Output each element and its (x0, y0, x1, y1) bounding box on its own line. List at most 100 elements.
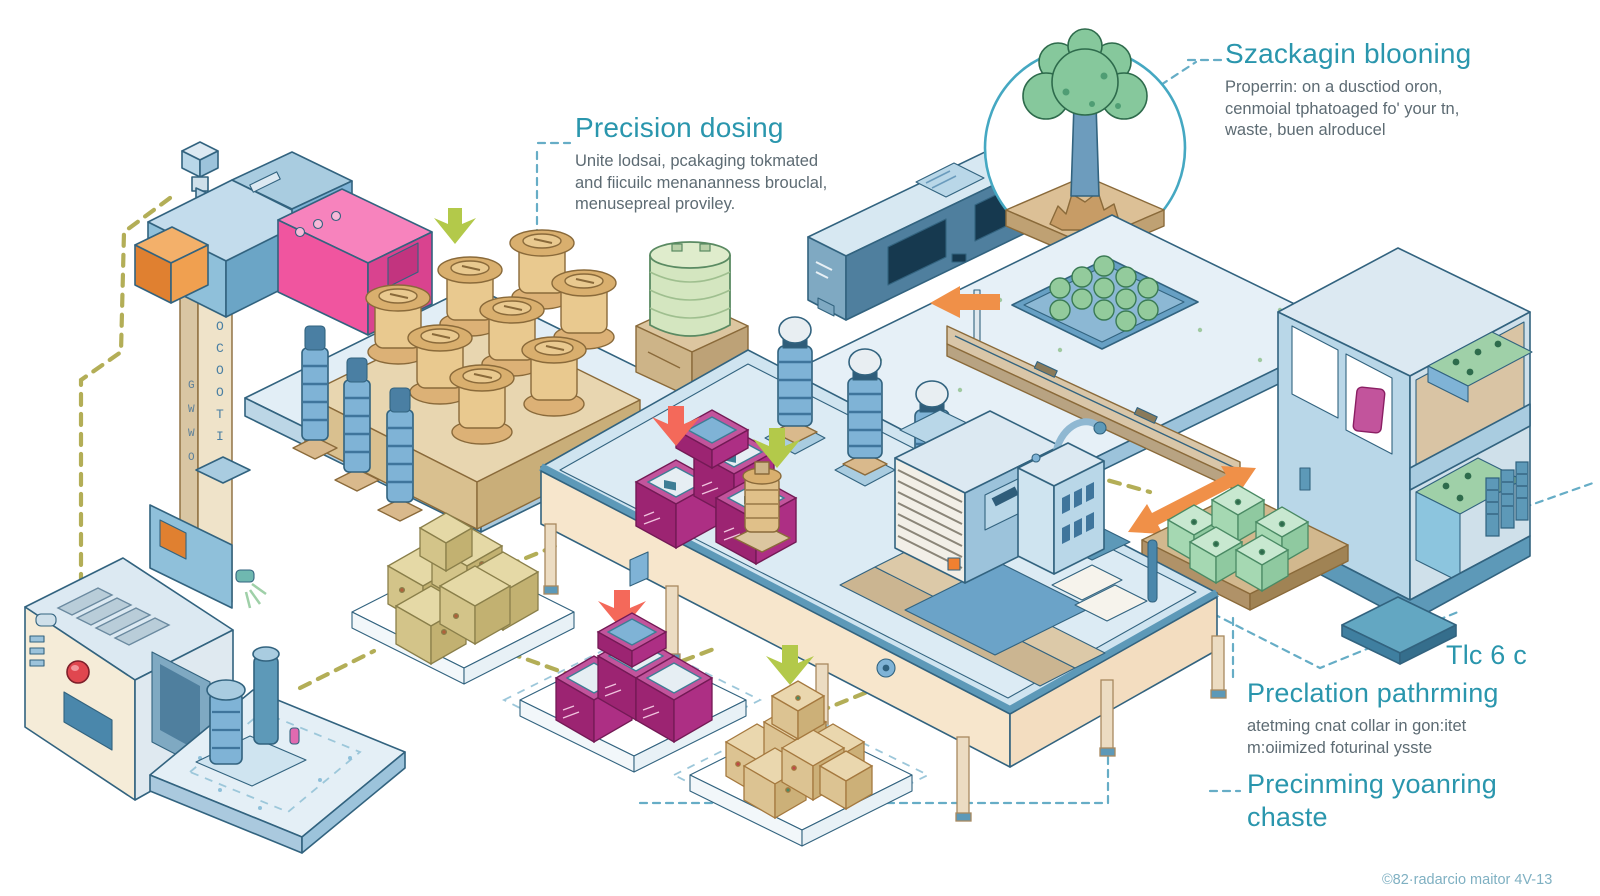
camera-bump (35, 613, 57, 627)
robot-arm-station: O C O O T I G W W O (134, 141, 433, 609)
jar (521, 336, 587, 417)
annotation-line: cenmoial tphatoaged fo' your tn, (1225, 99, 1460, 118)
magenta-boxes (554, 612, 714, 744)
microscope (195, 646, 307, 787)
khaki-pallet (351, 512, 575, 685)
teal-slab (1341, 596, 1457, 665)
magenta-item (1352, 386, 1386, 434)
stacker-machine (894, 409, 1061, 584)
annotation-line: Properrin: on a dusctiod oron, (1225, 78, 1443, 96)
olive-link-machine-pallet (297, 648, 377, 691)
annotation-precision-dosing: Precision dosing Unite lodsai, pcakaging… (575, 112, 827, 216)
syringe-towers (292, 325, 423, 522)
down-arrow-green-icon (766, 645, 814, 685)
annotation-line: waste, buen alroducel (1225, 121, 1386, 139)
console-front (1017, 467, 1055, 575)
annotation-title: Tlc 6 c (1446, 640, 1527, 670)
annotation-preclation: Preclation pathrming atetming cnat colla… (1247, 678, 1499, 759)
annotation-precinming: Precinming yoanring chaste (1247, 768, 1497, 834)
table-jar (733, 461, 791, 553)
machine-window (63, 691, 113, 751)
column-letter: W (188, 428, 195, 440)
post (1147, 539, 1158, 603)
red-button (66, 660, 90, 684)
column-letter: O (216, 363, 224, 378)
khaki-boxes (386, 512, 540, 666)
jar (449, 364, 515, 445)
annotation-line: and fiicuilc menananness brouclal, (575, 173, 828, 192)
spray-nozzle (235, 569, 255, 583)
down-arrow-red-icon (598, 590, 646, 630)
tunnel-screen (887, 218, 947, 286)
cabinet-shelf (1409, 403, 1531, 491)
mint-pallet-side (1249, 544, 1349, 611)
tower (292, 325, 338, 460)
spray-jet (244, 582, 267, 609)
teal-connector-v (1188, 600, 1460, 670)
annotation-line: Unite lodsai, pcakaging tokmated (575, 152, 819, 170)
tower (377, 387, 423, 522)
mint-pallet (1141, 484, 1349, 611)
column-letter: I (216, 429, 224, 444)
tan-boxes (724, 680, 874, 820)
column-letter: T (216, 407, 224, 422)
upper-tray (1427, 331, 1533, 403)
apron-chute (629, 551, 649, 587)
annotation-line: m:oiimized foturinal ysste (1247, 738, 1433, 757)
bottle-stack (834, 348, 896, 487)
olive-path-left (78, 195, 173, 651)
orange-left-arrow-icon (930, 286, 1000, 318)
footer-credit: ©82·radarcio maitor 4V-13 (1382, 872, 1553, 888)
pink-vial (289, 727, 300, 745)
column-letter: W (188, 404, 195, 416)
down-arrow-green-icon (753, 428, 801, 468)
tray (1051, 564, 1123, 601)
skylights (56, 587, 171, 646)
tree-foliage (1022, 28, 1148, 120)
table-magenta-boxes (634, 409, 798, 566)
pallet-outline-dashed (501, 634, 763, 766)
tray (1074, 584, 1148, 622)
jar (407, 324, 473, 405)
speckles (198, 756, 352, 810)
pink-machine-notch (387, 242, 419, 288)
tree-trunk (1070, 103, 1100, 197)
annotation-tlc: Tlc 6 c (1446, 640, 1527, 671)
console-slots (1062, 482, 1094, 544)
tan-pallet (671, 680, 931, 847)
canister-lid (649, 241, 731, 269)
annotation-line: menusepreal proviley. (575, 195, 736, 213)
cartridge-stack (1485, 461, 1529, 537)
cabinet-window (1291, 325, 1339, 419)
flow-arrows (434, 208, 814, 685)
tower (334, 357, 380, 492)
column-letter: G (188, 380, 195, 392)
column-letter: C (216, 341, 224, 356)
dosing-jars (365, 229, 617, 445)
down-arrow-red-icon (652, 406, 700, 446)
annotation-title-line: chaste (1247, 802, 1328, 832)
mint-boxes (1166, 484, 1310, 593)
column-letter: O (216, 385, 224, 400)
annotation-title-line: Precinming yoanring (1247, 769, 1497, 799)
column-letter: O (216, 319, 224, 334)
stacker-slats (897, 469, 963, 569)
orange-double-arrow-icon (1128, 466, 1256, 534)
bottle-stack (764, 316, 826, 455)
tree-badge (983, 28, 1187, 261)
teal-connector-szackagin (1148, 58, 1224, 94)
cabinet-handle (1299, 467, 1311, 491)
down-arrow-green-icon (434, 208, 476, 244)
annotation-packaging-blooming: Szackagin blooning Properrin: on a dusct… (1225, 38, 1471, 142)
teal-slab-side (1399, 624, 1457, 665)
orange-box-side (170, 244, 209, 304)
filling-machine (24, 557, 406, 854)
annotation-line: atetming cnat collar in gon:itet (1247, 717, 1467, 735)
column-neck (191, 176, 209, 192)
stage-side (301, 751, 406, 854)
annotation-title: Precision dosing (575, 112, 784, 143)
magenta-pallet (501, 612, 763, 773)
tunnel-vent (915, 162, 985, 198)
